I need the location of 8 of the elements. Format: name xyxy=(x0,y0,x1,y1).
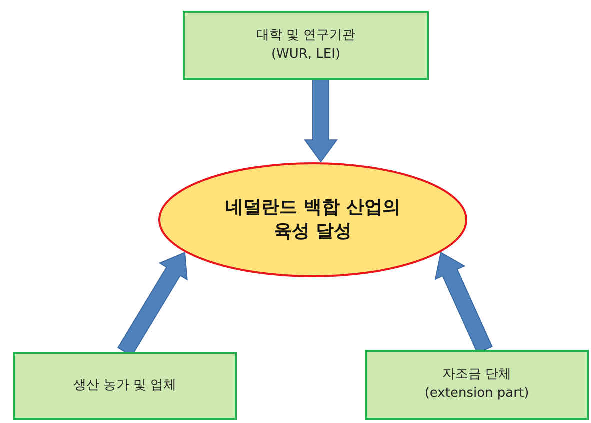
goal-text: 네덜란드 백합 산업의 육성 달성 xyxy=(224,196,402,244)
block-arrow xyxy=(304,80,338,163)
organization-label: 대학 및 연구기관 (WUR, LEI) xyxy=(255,26,357,64)
organization-box xyxy=(183,11,429,80)
organization-label: 생산 농가 및 업체 xyxy=(73,376,177,395)
organization-label: 자조금 단체 (extension part) xyxy=(424,366,530,403)
organization-box xyxy=(365,350,589,420)
organization-box xyxy=(13,352,237,420)
